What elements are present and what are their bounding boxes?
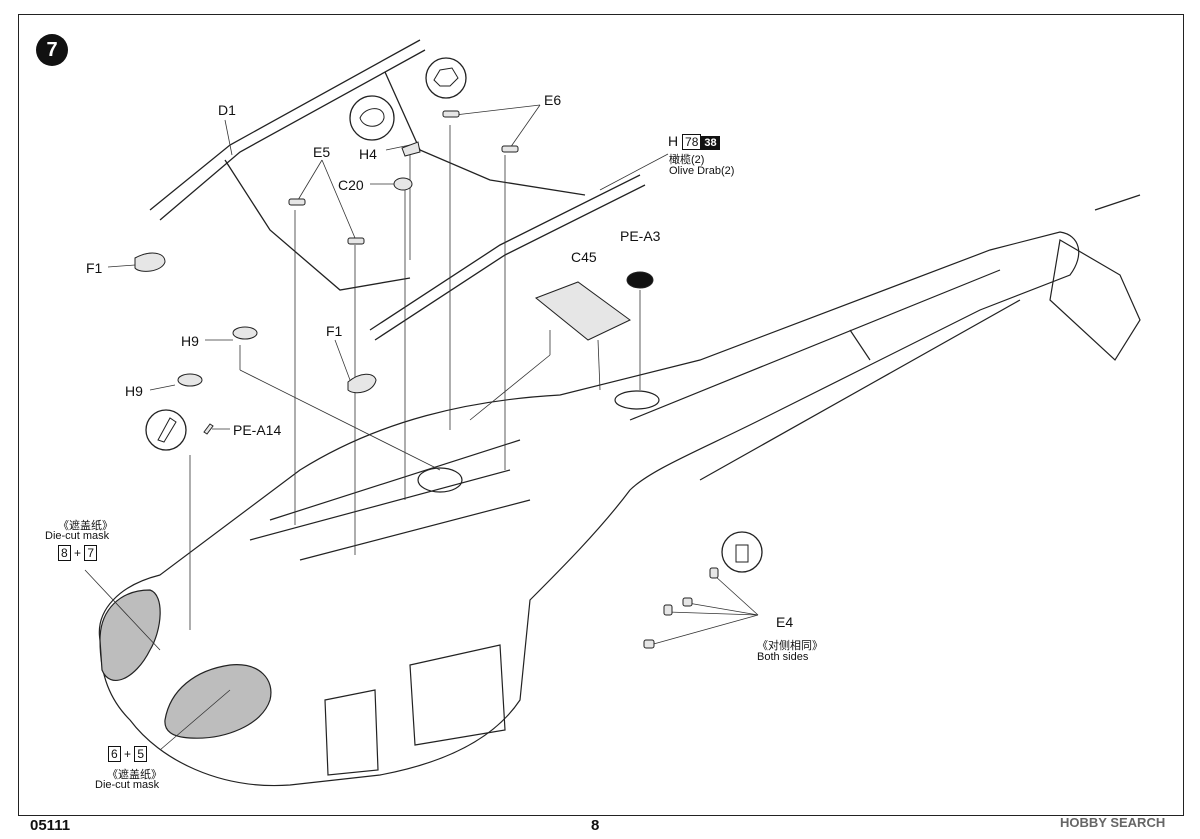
- label-f1-mid: F1: [326, 323, 343, 339]
- mask-bottom-a: 6: [108, 746, 121, 762]
- part-pe-a3: [626, 271, 654, 289]
- part-h4: [401, 141, 421, 157]
- mask-bottom-cn: 《遮盖纸》: [107, 769, 162, 781]
- part-h9-top: [232, 326, 258, 340]
- label-e5: E5: [313, 144, 331, 160]
- step-number-badge: 7: [36, 34, 68, 66]
- part-f1-mid: [347, 373, 377, 394]
- part-e4-c: [663, 604, 673, 616]
- label-pe-a14: PE-A14: [233, 422, 282, 438]
- paint-letter: H: [668, 133, 679, 149]
- mask-top-en: Die-cut mask: [45, 530, 110, 542]
- part-e4-a: [709, 567, 719, 579]
- label-h4: H4: [359, 146, 377, 162]
- mask-top-a: 8: [58, 545, 71, 561]
- e4-note-en: Both sides: [757, 651, 809, 663]
- mask-bottom-parts: 6 + 5: [108, 746, 148, 762]
- rear-door: [324, 689, 379, 776]
- detail-callout-pe-a14: [145, 409, 187, 451]
- part-h9-low: [177, 373, 203, 387]
- part-f1-left: [134, 252, 166, 272]
- detail-callout-h4: [349, 95, 395, 141]
- label-pe-a3: PE-A3: [620, 228, 661, 244]
- left-windshield: [99, 589, 161, 681]
- skid-assembly: [149, 39, 646, 341]
- paint-code-2: 38: [701, 136, 720, 150]
- mask-bottom-b: 5: [134, 746, 148, 762]
- mask-bottom-plus: +: [124, 747, 132, 761]
- label-c20: C20: [338, 177, 364, 193]
- paint-name-cn: 橄榄(2): [669, 154, 705, 166]
- fuselage-outline: [98, 231, 1080, 787]
- paint-code-1: 78: [682, 134, 702, 150]
- e4-note-cn: 《对侧相同》: [757, 640, 823, 652]
- tail-fin: [1049, 239, 1141, 361]
- mask-top-cn: 《遮盖纸》: [58, 520, 113, 532]
- part-e6-b: [501, 145, 519, 153]
- exhaust-ring: [614, 390, 660, 410]
- mask-top-plus: +: [74, 546, 82, 560]
- instruction-frame: [18, 14, 1184, 816]
- mask-top-parts: 8 + 7: [58, 545, 98, 561]
- mask-top-b: 7: [84, 545, 98, 561]
- detail-callout-e6: [425, 57, 467, 99]
- label-h9-top: H9: [181, 333, 199, 349]
- label-e6: E6: [544, 92, 562, 108]
- label-f1-left: F1: [86, 260, 103, 276]
- part-e6-a: [442, 110, 460, 118]
- label-h9-low: H9: [125, 383, 143, 399]
- product-code: 05111: [30, 817, 71, 834]
- watermark: HOBBY SEARCH: [1060, 815, 1166, 830]
- part-c20: [393, 177, 413, 191]
- paint-name-en: Olive Drab(2): [669, 165, 735, 177]
- detail-callout-e4: [721, 531, 763, 573]
- cabin-door: [409, 644, 506, 746]
- part-pe-a14: [203, 423, 214, 435]
- part-e5-a: [288, 198, 306, 206]
- part-c45: [535, 281, 631, 341]
- page-number: 8: [591, 817, 600, 834]
- label-c45: C45: [571, 249, 597, 265]
- part-e4-b: [682, 597, 693, 607]
- label-d1: D1: [218, 102, 236, 118]
- part-e4-d: [643, 639, 655, 649]
- right-windshield: [164, 664, 272, 739]
- part-e5-b: [347, 237, 365, 245]
- label-e4: E4: [776, 614, 794, 630]
- mask-bottom-en: Die-cut mask: [95, 779, 160, 791]
